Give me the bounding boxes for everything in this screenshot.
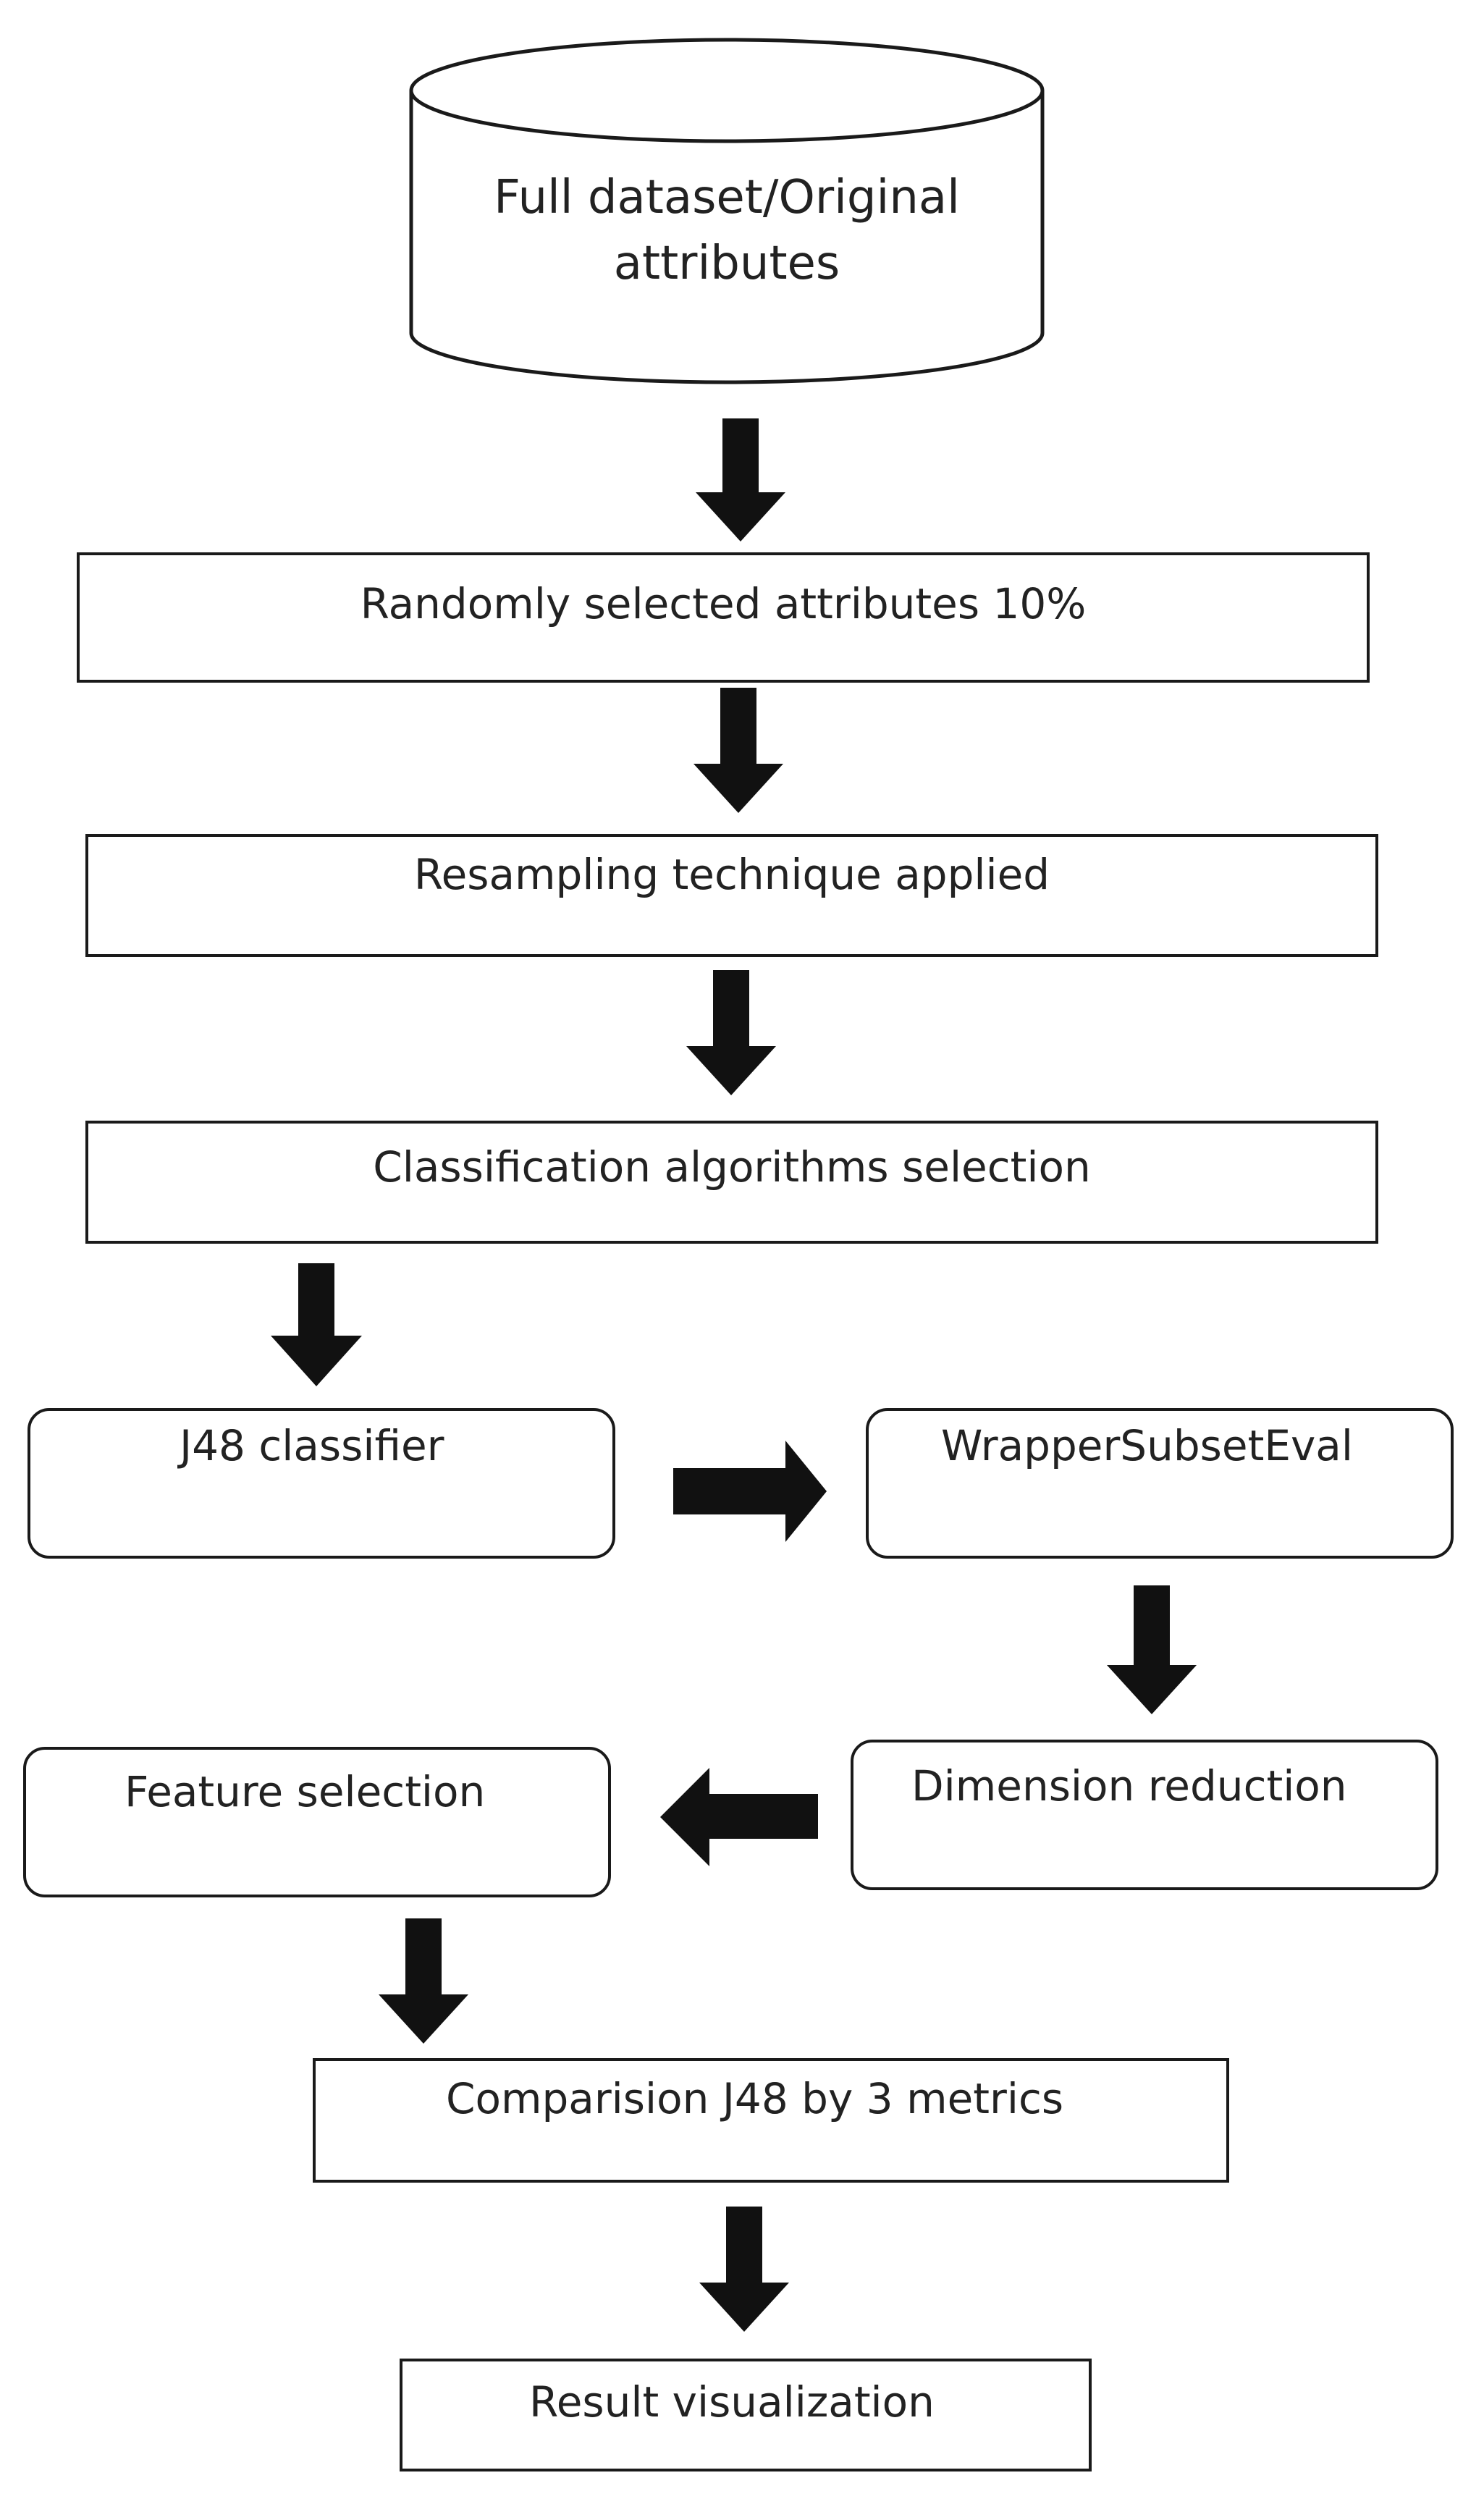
random-attributes-box: Randomly selected attributes 10% xyxy=(77,552,1370,683)
comparison-box: Comparision J48 by 3 metrics xyxy=(313,2058,1229,2183)
result-visualization-label: Result visualization xyxy=(529,2377,935,2427)
j48-classifier-label: J48 classifier xyxy=(180,1421,444,1470)
dataset-label-line1: Full dataset/Original xyxy=(494,171,960,224)
arrow-down-9 xyxy=(699,2207,789,2332)
arrow-down-1 xyxy=(696,418,785,541)
arrow-down-6 xyxy=(1107,1585,1197,1714)
feature-selection-label: Feature selection xyxy=(125,1767,486,1816)
j48-classifier-box: J48 classifier xyxy=(28,1408,615,1559)
dimension-reduction-box: Dimension reduction xyxy=(851,1740,1438,1890)
resampling-box: Resampling technique applied xyxy=(85,834,1378,957)
classification-box: Classification algorithms selection xyxy=(85,1121,1378,1244)
wrapper-subset-eval-label: WrapperSubsetEval xyxy=(941,1421,1353,1470)
arrow-down-4 xyxy=(271,1263,362,1386)
feature-selection-box: Feature selection xyxy=(23,1747,611,1897)
dataset-label-line2: attributes xyxy=(613,236,840,290)
classification-label: Classification algorithms selection xyxy=(373,1142,1091,1192)
result-visualization-box: Result visualization xyxy=(400,2359,1092,2471)
arrow-left-7 xyxy=(660,1768,818,1866)
dimension-reduction-label: Dimension reduction xyxy=(911,1761,1347,1811)
resampling-label: Resampling technique applied xyxy=(413,850,1050,899)
comparison-label: Comparision J48 by 3 metrics xyxy=(446,2074,1064,2123)
dataset-cylinder xyxy=(409,38,1045,384)
random-attributes-label: Randomly selected attributes 10% xyxy=(360,579,1087,628)
arrow-down-8 xyxy=(379,1918,468,2044)
arrow-right-5 xyxy=(673,1441,827,1542)
arrow-down-2 xyxy=(693,688,783,813)
wrapper-subset-eval-box: WrapperSubsetEval xyxy=(866,1408,1454,1559)
dataset-node: Full dataset/Original attributes xyxy=(411,165,1042,297)
arrow-down-3 xyxy=(686,970,776,1095)
